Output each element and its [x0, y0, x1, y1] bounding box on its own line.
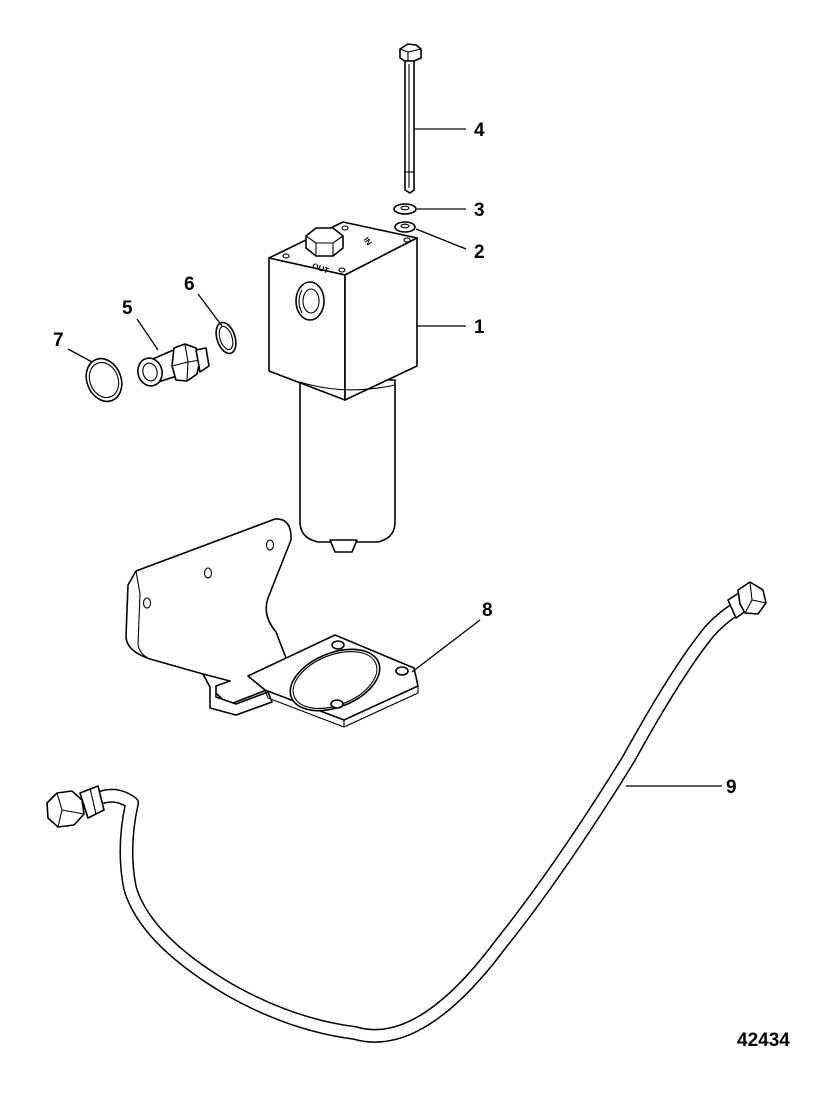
washer-part-2: [394, 221, 416, 233]
callout-5: 5: [122, 298, 133, 319]
callout-8: 8: [482, 600, 493, 621]
figure-number: 42434: [737, 1030, 790, 1051]
bracket-part-8: [125, 518, 419, 728]
o-ring-part-7: [85, 357, 123, 403]
callout-2: 2: [474, 242, 485, 263]
callout-3: 3: [474, 200, 485, 221]
callout-9: 9: [726, 777, 737, 798]
fitting-part-5: [137, 343, 210, 387]
filter-assembly-part-1: OUT IN: [268, 221, 418, 553]
callout-6: 6: [184, 274, 195, 295]
callout-4: 4: [474, 120, 485, 141]
callout-7: 7: [53, 330, 64, 351]
callout-1: 1: [474, 317, 485, 338]
washer-part-3: [393, 203, 417, 215]
in-port-label: IN: [362, 235, 374, 247]
leader-lines: [67, 128, 722, 787]
o-ring-part-6: [215, 321, 237, 355]
callout-labels: 4 3 2 1 5 6 7 8 9: [53, 120, 737, 798]
hose-part-9: [46, 581, 767, 1043]
bolt-part-4: [399, 43, 422, 194]
